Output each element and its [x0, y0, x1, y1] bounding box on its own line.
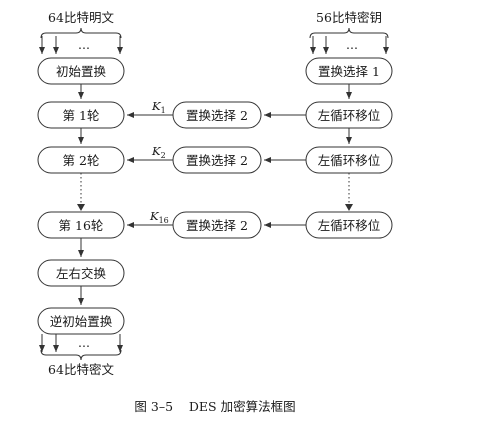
subkey-k2-sub: 2: [161, 151, 166, 160]
plaintext-label: 64比特明文: [48, 10, 114, 25]
subkey-k1-label: K1: [151, 99, 166, 115]
subkey-k16-sub: 16: [159, 216, 169, 225]
right-dotted-arrowhead: [345, 204, 353, 211]
key-ellipsis: ...: [346, 37, 358, 52]
permuted-choice-1-label: 置换选择 1: [318, 64, 380, 79]
output-ellipsis: ...: [78, 335, 90, 350]
swap-label: 左右交换: [56, 266, 107, 281]
round-2-label: 第 2轮: [63, 153, 100, 168]
figure-caption: 图 3–5 DES 加密算法框图: [134, 399, 295, 414]
permuted-choice-2-label-3: 置换选择 2: [186, 218, 248, 233]
left-shift-2-label: 左循环移位: [318, 153, 381, 168]
subkey-k16-base: K: [149, 209, 160, 223]
permuted-choice-2-label-2: 置换选择 2: [186, 153, 248, 168]
ciphertext-label: 64比特密文: [48, 362, 114, 377]
subkey-k2-base: K: [151, 144, 162, 158]
left-shift-1-label: 左循环移位: [318, 108, 381, 123]
round-16-label: 第 16轮: [59, 218, 104, 233]
inverse-permutation-box: [37, 307, 125, 335]
subkey-k1-sub: 1: [161, 106, 166, 115]
subkey-k16-label: K16: [149, 209, 169, 225]
subkey-k1-base: K: [151, 99, 162, 113]
plaintext-brace: [40, 27, 122, 39]
input-ellipsis: ...: [78, 37, 90, 52]
inverse-permutation-label: 逆初始置换: [50, 314, 113, 329]
key-brace: [309, 27, 389, 39]
left-shift-16-label: 左循环移位: [318, 218, 381, 233]
initial-permutation-label: 初始置换: [56, 64, 107, 79]
key-label: 56比特密钥: [316, 10, 382, 25]
permuted-choice-2-label-1: 置换选择 2: [186, 108, 248, 123]
subkey-k2-label: K2: [151, 144, 166, 160]
round-1-label: 第 1轮: [63, 108, 100, 123]
ciphertext-brace: [40, 349, 122, 361]
left-dotted-arrowhead: [77, 204, 85, 211]
